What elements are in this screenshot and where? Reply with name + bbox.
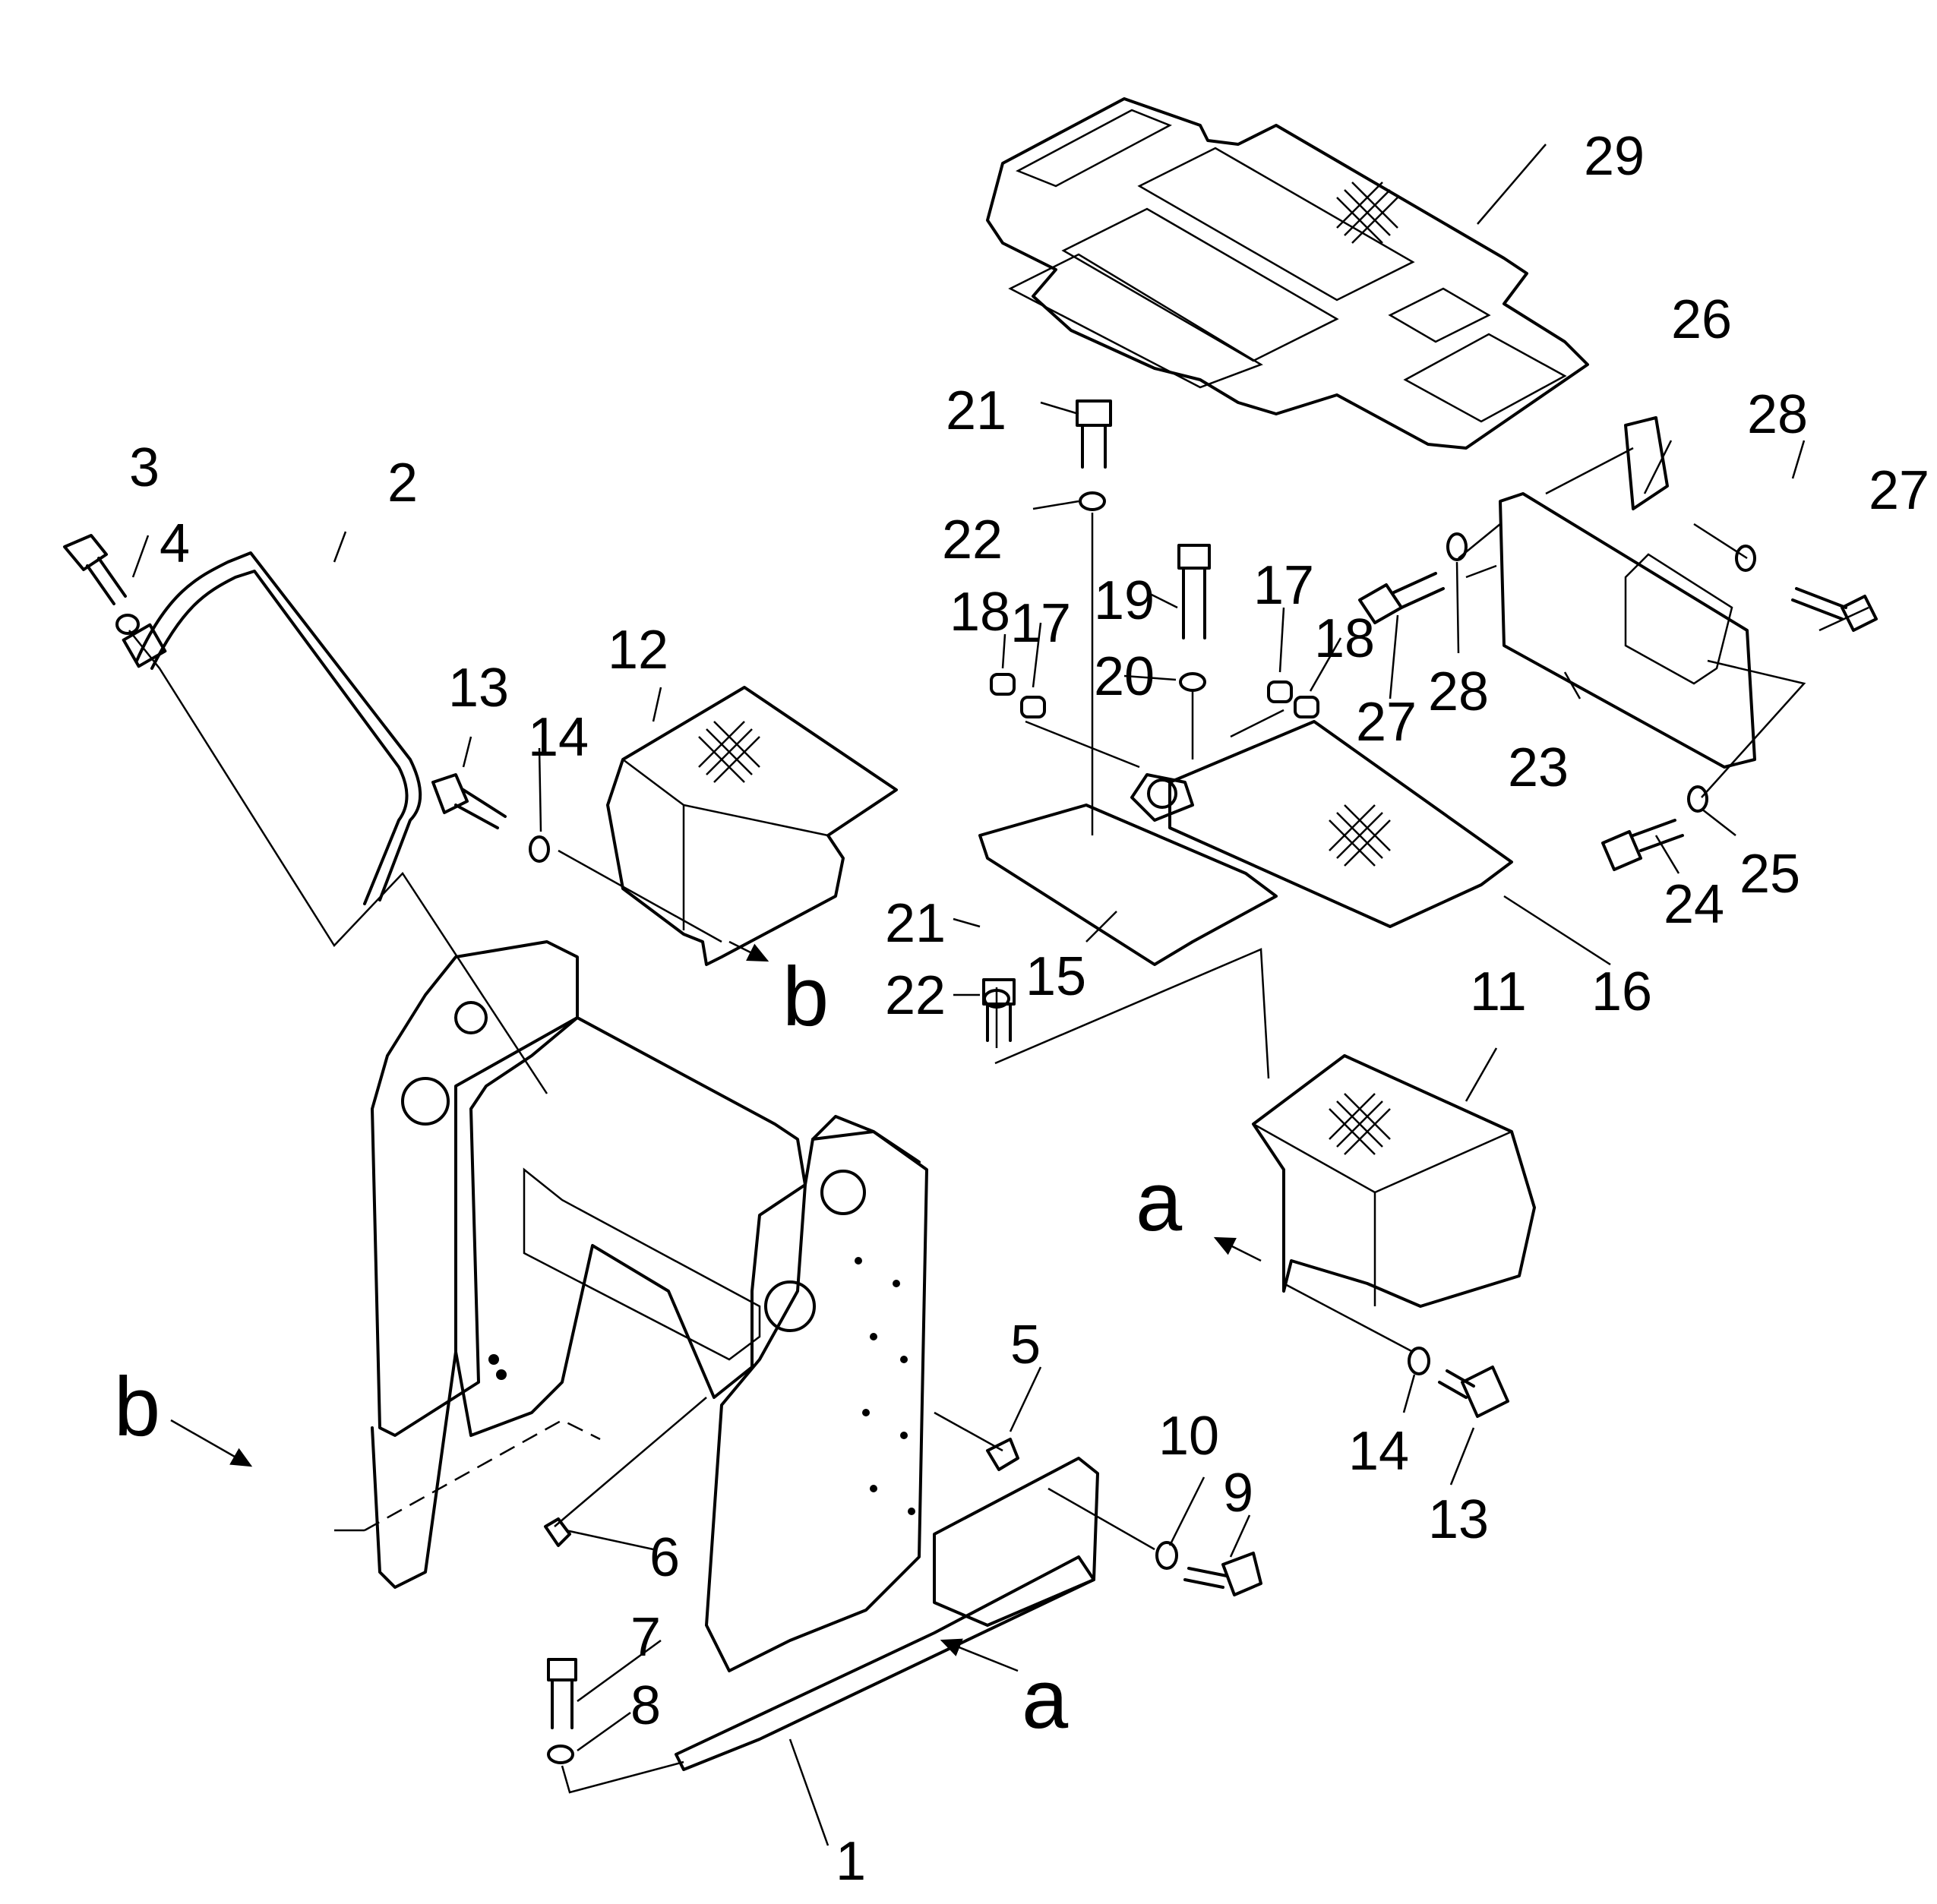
callout-8: 8 (630, 1675, 661, 1736)
bolt-icon (1177, 544, 1211, 639)
callout-3: 3 (129, 437, 160, 498)
nut-icon (1294, 696, 1319, 718)
bolt-icon (63, 534, 127, 605)
callout-22a: 22 (942, 510, 1003, 570)
callout-18a: 18 (950, 582, 1010, 643)
washer-icon (1446, 532, 1468, 561)
callout-16: 16 (1591, 961, 1652, 1022)
callout-labels: 1 2 3 4 5 6 7 8 9 10 11 12 13 14 15 16 1… (114, 126, 1929, 1892)
washer-icon (529, 835, 550, 863)
callout-17a: 17 (1010, 593, 1071, 654)
callout-13: 13 (448, 658, 509, 718)
callout-24: 24 (1664, 874, 1724, 935)
callout-28a: 28 (1747, 384, 1808, 445)
washer-icon (1079, 491, 1106, 511)
callout-17b: 17 (1253, 555, 1314, 616)
callout-6: 6 (649, 1527, 680, 1588)
arrow-icon (940, 1638, 1019, 1672)
floor-plate-16-part (1168, 720, 1513, 928)
washer-icon (1155, 1541, 1178, 1570)
washer-icon (1687, 785, 1708, 813)
callout-22b: 22 (885, 965, 946, 1026)
ref-b-left: b (114, 1360, 160, 1454)
washer-icon (547, 1745, 574, 1764)
nut-icon (986, 1438, 1019, 1471)
bolt-icon (982, 978, 1016, 1042)
mesh-pattern-icon (1328, 804, 1392, 867)
bolt-icon (547, 1658, 577, 1729)
mesh-pattern-icon (697, 720, 761, 784)
callout-leaders (131, 144, 1869, 1846)
mesh-pattern-icon (1328, 1092, 1392, 1156)
nut-icon (1267, 680, 1293, 703)
mesh-pattern-icon (1335, 181, 1399, 245)
arrow-icon (1213, 1236, 1262, 1262)
callout-9: 9 (1223, 1463, 1253, 1524)
bracket-23-part (1499, 416, 1756, 769)
bolt-icon (1358, 572, 1445, 624)
washer-icon (1408, 1347, 1430, 1375)
washer-icon (1179, 672, 1206, 692)
bolt-icon (1791, 587, 1878, 632)
callout-5: 5 (1010, 1315, 1041, 1375)
callout-2: 2 (387, 453, 418, 513)
callout-23: 23 (1508, 737, 1569, 798)
nut-icon (544, 1517, 571, 1547)
ref-a-right: a (1136, 1155, 1183, 1249)
callout-11: 11 (1470, 961, 1527, 1022)
arrow-icon (728, 940, 769, 962)
bolt-icon (1183, 1552, 1262, 1596)
bolt-icon (431, 773, 507, 829)
callout-21b: 21 (885, 893, 946, 954)
cover-12-part (606, 686, 898, 966)
main-frame-part (371, 940, 1099, 1771)
callout-14: 14 (528, 707, 589, 768)
floor-mat-part (986, 97, 1589, 450)
callout-27a: 27 (1869, 460, 1929, 521)
callout-18b: 18 (1314, 608, 1375, 669)
arrow-icon (170, 1419, 253, 1467)
washer-icon (115, 614, 140, 635)
callout-26: 26 (1671, 289, 1732, 350)
washer-icon (1735, 545, 1756, 572)
handrail-part (122, 551, 422, 905)
cover-11-part (1252, 1054, 1536, 1308)
callout-25: 25 (1740, 844, 1800, 905)
nut-icon (990, 673, 1016, 696)
callout-19: 19 (1094, 570, 1155, 631)
callout-4: 4 (160, 513, 190, 574)
callout-21a: 21 (946, 380, 1006, 441)
callout-12: 12 (608, 620, 668, 680)
callout-28b: 28 (1428, 662, 1489, 722)
bolt-icon (1601, 819, 1684, 871)
ref-b-top: b (782, 950, 829, 1044)
bolt-icon (1076, 399, 1112, 469)
callout-13b: 13 (1428, 1489, 1489, 1550)
callout-20: 20 (1094, 646, 1155, 707)
callout-10: 10 (1158, 1406, 1219, 1467)
bolt-icon (1438, 1366, 1509, 1418)
callout-1: 1 (836, 1831, 866, 1892)
callout-14b: 14 (1348, 1421, 1409, 1482)
bracket-15-part (978, 773, 1278, 966)
nut-icon (1020, 696, 1046, 718)
ref-a-bottom: a (1022, 1653, 1069, 1746)
callout-27b: 27 (1356, 692, 1417, 753)
callout-15: 15 (1025, 946, 1086, 1007)
callout-29: 29 (1584, 126, 1645, 187)
assembly-lines (128, 447, 1806, 1794)
callout-7: 7 (630, 1607, 661, 1668)
